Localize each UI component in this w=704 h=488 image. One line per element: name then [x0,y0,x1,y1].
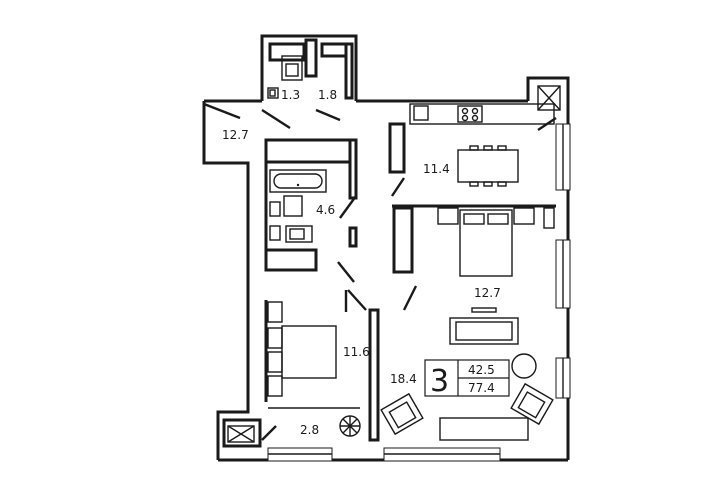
windows-bottom [267,447,501,462]
room-area-wc: 1.3 [281,88,300,102]
area-summary: 3 42.5 77.4 [424,359,510,399]
outer-walls [202,34,570,462]
room-area-hall: 12.7 [222,128,249,142]
interior-walls [222,38,556,448]
living-area: 42.5 [468,363,495,377]
room-area-bath: 4.6 [316,203,335,217]
windows-right [555,123,571,399]
room-area-balcony: 2.8 [300,423,319,437]
room-area-bedroom-main: 12.7 [474,286,501,300]
room-count: 3 [430,364,449,399]
room-area-living: 18.4 [390,372,417,386]
room-area-closet: 1.8 [318,88,337,102]
room-area-bedroom-second: 11.6 [343,345,370,359]
doors [203,102,557,441]
room-area-kitchen: 11.4 [423,162,450,176]
fixtures [227,55,561,443]
total-area: 77.4 [468,381,495,395]
